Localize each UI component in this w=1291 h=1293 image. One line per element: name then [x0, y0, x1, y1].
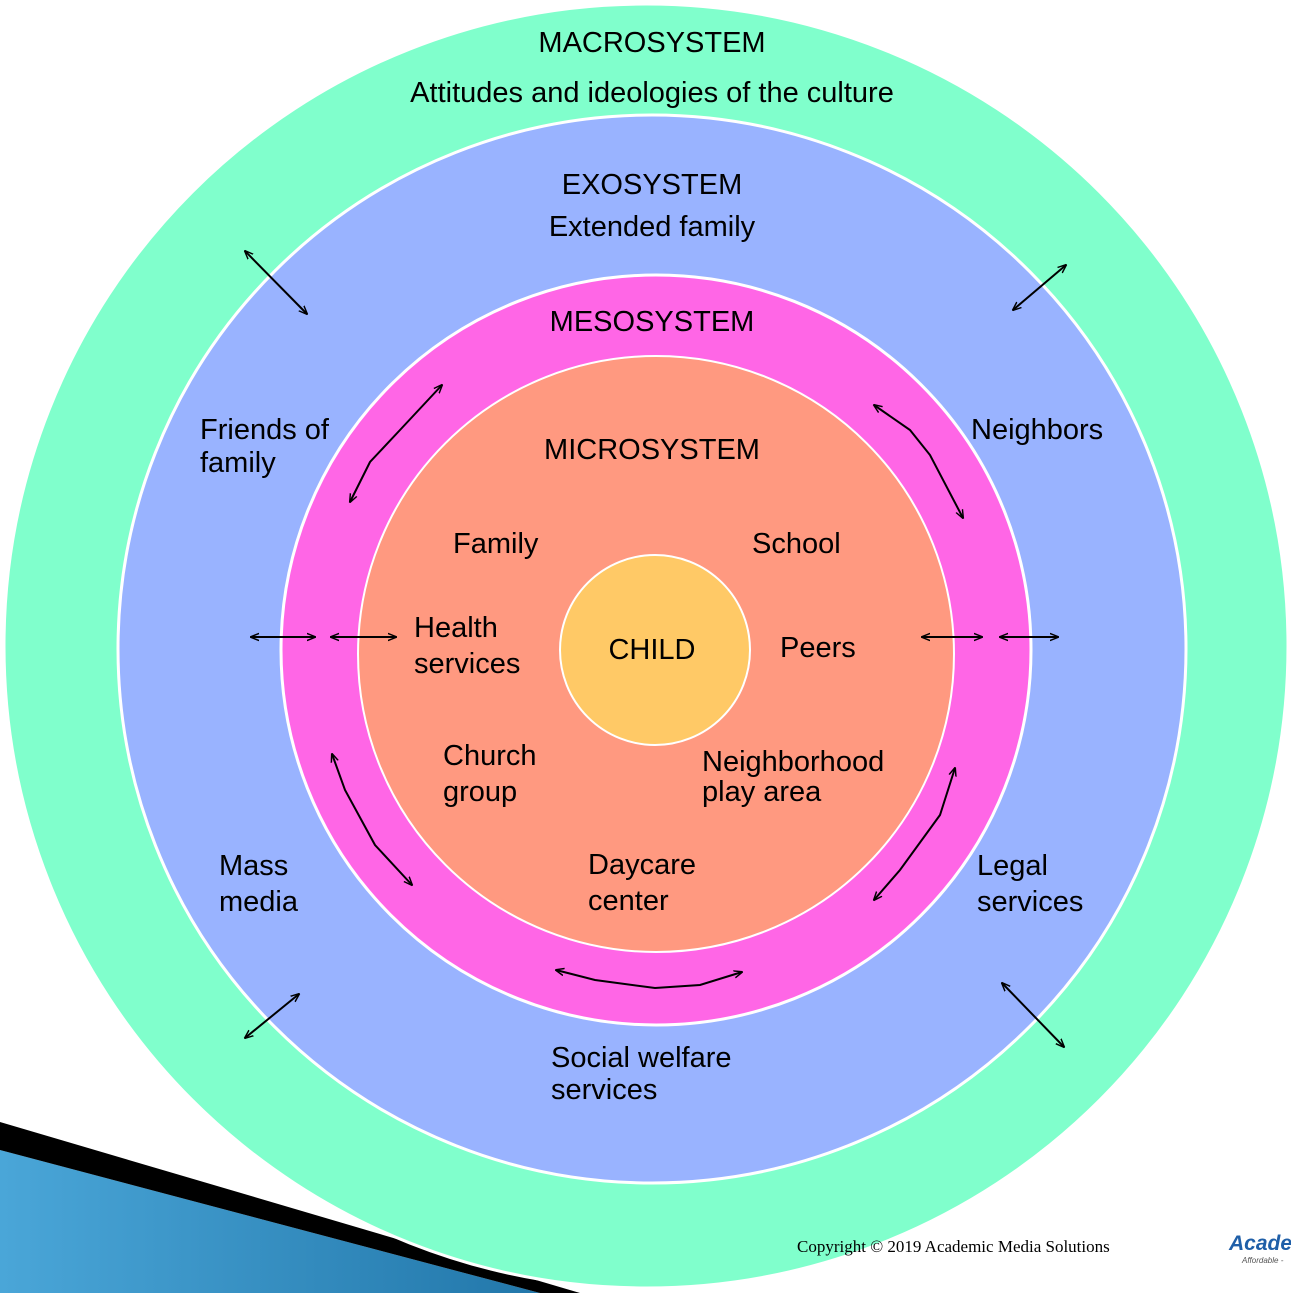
- health-services-label-line2: services: [414, 648, 520, 680]
- friends-of-family-label-line2: family: [200, 447, 276, 479]
- health-services-label-line1: Health: [414, 612, 498, 644]
- publisher-logo-text: Acade: [1228, 1232, 1291, 1255]
- neighborhood-play-area-label-line1: Neighborhood: [702, 746, 884, 778]
- macro-exo-arrows: [245, 251, 1066, 1047]
- mesosystem-title: MESOSYSTEM: [550, 306, 755, 338]
- daycare-center-label-line2: center: [588, 885, 669, 917]
- neighborhood-play-area-label-line2: play area: [702, 776, 822, 808]
- mass-media-label-line2: media: [219, 886, 299, 918]
- copyright-text: Copyright © 2019 Academic Media Solution…: [797, 1237, 1110, 1256]
- peers-label: Peers: [780, 632, 856, 664]
- arrow-bottom-right: [1002, 983, 1064, 1047]
- publisher-logo: Acade Affordable -: [1228, 1232, 1291, 1265]
- arrow-top-right: [1013, 265, 1066, 310]
- meso-arrows: [331, 385, 982, 990]
- publisher-logo-tagline: Affordable -: [1241, 1256, 1284, 1265]
- arc-arrow-upper-left: [350, 385, 442, 502]
- arc-arrow-lower-left: [332, 754, 412, 885]
- social-welfare-label-line2: services: [551, 1074, 657, 1106]
- arrow-top-left: [245, 251, 307, 314]
- exosystem-subtitle: Extended family: [549, 211, 756, 243]
- child-circle: [559, 554, 751, 746]
- child-label: CHILD: [608, 634, 695, 666]
- exosystem-title: EXOSYSTEM: [562, 169, 743, 201]
- arc-arrow-lower-right: [874, 768, 955, 900]
- neighbors-label: Neighbors: [971, 414, 1103, 446]
- legal-services-label-line2: services: [977, 886, 1083, 918]
- family-label: Family: [453, 528, 539, 560]
- social-welfare-label-line1: Social welfare: [551, 1042, 732, 1074]
- church-group-label-line2: group: [443, 776, 517, 808]
- church-group-label-line1: Church: [443, 740, 537, 772]
- macrosystem-subtitle: Attitudes and ideologies of the culture: [410, 77, 894, 109]
- arrow-bottom-left: [245, 994, 299, 1038]
- arc-arrow-bottom: [556, 970, 742, 990]
- microsystem-title: MICROSYSTEM: [544, 434, 760, 466]
- mass-media-label-line1: Mass: [219, 850, 288, 882]
- macrosystem-title: MACROSYSTEM: [538, 27, 765, 59]
- school-label: School: [752, 528, 841, 560]
- legal-services-label-line1: Legal: [977, 850, 1048, 882]
- arc-arrow-upper-right: [874, 405, 963, 518]
- friends-of-family-label-line1: Friends of: [200, 414, 330, 446]
- daycare-center-label-line1: Daycare: [588, 849, 696, 881]
